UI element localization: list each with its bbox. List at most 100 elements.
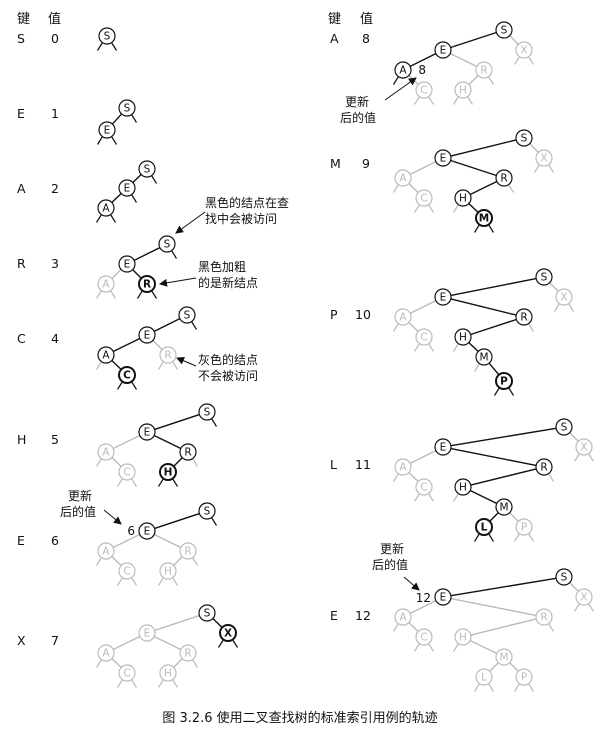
node-key: S (501, 25, 508, 37)
node-key: X (520, 45, 527, 57)
node-key: P (521, 672, 527, 684)
node-key: S (204, 407, 211, 419)
tree-edge (529, 143, 539, 153)
null-link (413, 96, 421, 105)
row-key: X (17, 633, 26, 648)
null-link (171, 361, 179, 370)
node-key: L (481, 672, 487, 684)
tree-edge (569, 432, 579, 442)
tree-edge (488, 362, 500, 376)
node-key: E (144, 427, 151, 439)
tree-node: X (575, 438, 593, 456)
tree-node: S (198, 403, 216, 421)
node-key: M (499, 652, 508, 664)
tree-edge (152, 340, 163, 350)
tree-node: S (495, 21, 513, 39)
node-circle (495, 169, 513, 187)
node-circle (495, 21, 513, 39)
annotation-visited-black: 黑色的结点在查 找中会被访问 (175, 195, 289, 234)
tree-edge (111, 658, 122, 668)
annotation-arrow (159, 277, 197, 287)
null-link (109, 290, 117, 299)
tree-edge (409, 599, 437, 615)
row-key: H (17, 432, 26, 447)
node-key: R (184, 546, 191, 558)
null-link (109, 214, 117, 223)
null-link (116, 478, 124, 487)
tree-edge (468, 203, 479, 213)
annotation-arrow (176, 357, 197, 367)
node-circle (198, 604, 216, 622)
node-key: S (204, 608, 211, 620)
tree-edge (173, 658, 183, 668)
tree-edge (450, 159, 497, 177)
node-circle (138, 275, 156, 293)
tree-node: A (394, 608, 412, 626)
node-key: X (540, 153, 547, 165)
node-key: A (399, 462, 407, 474)
tree-edge (111, 193, 122, 203)
node-circle (97, 275, 115, 293)
tree-node: C (118, 562, 136, 580)
node-key: R (184, 648, 191, 660)
node-circle (118, 366, 136, 384)
tree-node: E (118, 179, 136, 197)
node-circle (138, 624, 156, 642)
annotation-line: 更新 (68, 488, 92, 503)
null-link (567, 303, 575, 312)
tree-node: E (138, 624, 156, 642)
annotation-line: 更新 (345, 94, 369, 109)
null-link (130, 114, 138, 123)
node-circle (415, 189, 433, 207)
null-link (116, 381, 124, 390)
null-link (95, 659, 103, 668)
row-value: 6 (51, 533, 59, 548)
tree-node: X (515, 41, 533, 59)
row-key: A (17, 181, 26, 196)
node-circle (454, 478, 472, 496)
node-key: E (440, 592, 447, 604)
header-value-right: 值 (360, 11, 373, 27)
node-key: E (124, 183, 131, 195)
row-key: S (17, 31, 25, 46)
node-key: C (420, 482, 427, 494)
node-key: A (399, 65, 407, 77)
node-circle (98, 27, 116, 45)
null-link (95, 458, 103, 467)
null-link (427, 343, 435, 352)
tree-node: S (138, 160, 156, 178)
tree-node: C (118, 463, 136, 481)
null-link (452, 96, 460, 105)
annotation-arrow (403, 576, 420, 591)
node-circle (475, 61, 493, 79)
tree-edge (112, 337, 141, 353)
null-link (150, 290, 158, 299)
node-circle (159, 562, 177, 580)
node-key: H (459, 632, 467, 644)
node-key: R (540, 462, 547, 474)
annotation-line: 黑色的结点在查 (205, 195, 289, 210)
annotation-updated-value-row6: 更新 后的值 (60, 488, 122, 525)
node-circle (415, 328, 433, 346)
node-key: H (164, 668, 172, 680)
node-key: S (124, 103, 131, 115)
tree-edge (111, 457, 122, 467)
row-key: E (330, 608, 338, 623)
tree-node: A (97, 542, 115, 560)
tree-edge (509, 662, 519, 672)
tree-edge (132, 174, 142, 183)
node-key: E (144, 628, 151, 640)
null-link (413, 343, 421, 352)
node-key: X (560, 292, 567, 304)
null-link (95, 557, 103, 566)
tree-node: E (138, 423, 156, 441)
null-link (157, 679, 165, 688)
tree-edge (408, 183, 419, 193)
null-link (95, 361, 103, 370)
node-key: R (184, 447, 191, 459)
tree-node: R (179, 542, 197, 560)
tree-edge (470, 468, 537, 486)
